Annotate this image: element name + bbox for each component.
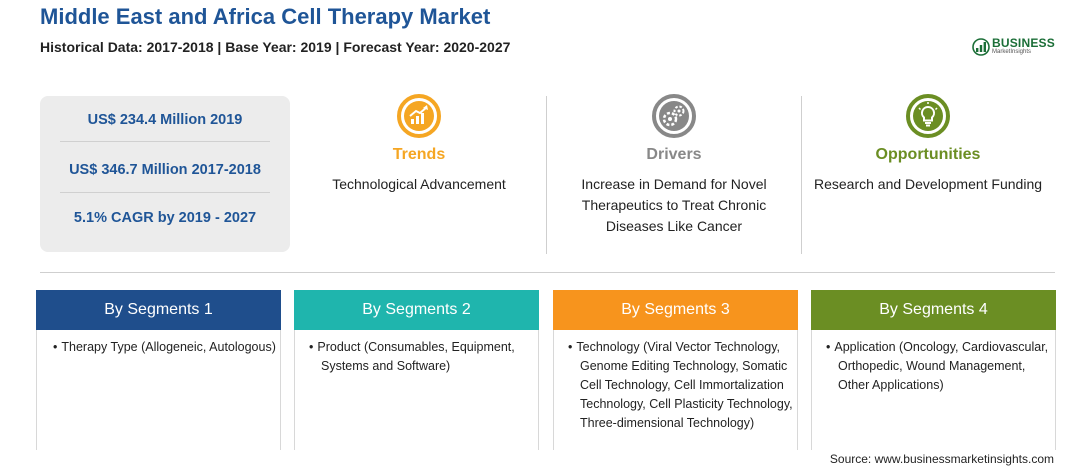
growth-chart-icon	[397, 94, 441, 138]
segment-4-line: Other Applications)	[838, 378, 944, 392]
trends-heading: Trends	[392, 146, 446, 163]
segment-3-line: Cell Technology, Cell Immortalization	[580, 378, 784, 392]
trends-block: Trends Technological Advancement	[294, 94, 544, 195]
drivers-desc-line: Therapeutics to Treat Chronic	[581, 197, 767, 213]
segment-2-line: Product (Consumables, Equipment,	[317, 340, 515, 354]
drivers-heading: Drivers	[646, 146, 702, 163]
drivers-desc-line: Diseases Like Cancer	[605, 218, 743, 234]
segment-2-body: •Product (Consumables, Equipment, System…	[294, 330, 539, 450]
section-divider	[40, 272, 1055, 273]
segment-card-1: By Segments 1 •Therapy Type (Allogeneic,…	[36, 290, 281, 450]
segment-card-2: By Segments 2 •Product (Consumables, Equ…	[294, 290, 539, 450]
opportunities-block: Opportunities Research and Development F…	[803, 94, 1053, 195]
market-value-historical: US$ 346.7 Million 2017-2018	[69, 162, 261, 178]
cagr-value: 5.1% CAGR by 2019 - 2027	[73, 210, 257, 226]
market-stats-panel: US$ 234.4 Million 2019 US$ 346.7 Million…	[40, 96, 290, 252]
segment-2-title: By Segments 2	[294, 290, 539, 330]
bullet-icon: •	[826, 340, 831, 354]
bullet-icon: •	[568, 340, 573, 354]
column-divider	[801, 96, 802, 254]
page-subtitle: Historical Data: 2017-2018 | Base Year: …	[40, 39, 511, 55]
bullet-icon: •	[309, 340, 314, 354]
market-value-2019: US$ 234.4 Million 2019	[87, 112, 243, 128]
opportunities-description: Research and Development Funding	[803, 174, 1053, 195]
page-title: Middle East and Africa Cell Therapy Mark…	[40, 4, 491, 29]
logo-name: BUSINESS	[992, 36, 1055, 50]
segment-3-body: •Technology (Viral Vector Technology, Ge…	[553, 330, 798, 450]
stat-divider	[60, 192, 270, 193]
drivers-description: Increase in Demand for Novel Therapeutic…	[549, 174, 799, 237]
logo-icon	[972, 38, 990, 56]
segment-3-title: By Segments 3	[553, 290, 798, 330]
drivers-desc-line: Increase in Demand for Novel	[581, 176, 767, 192]
segment-1-body: •Therapy Type (Allogeneic, Autologous)	[36, 330, 281, 450]
segment-3-line: Three-dimensional Technology)	[580, 416, 755, 430]
opportunities-desc-line: Research and Development Funding	[813, 176, 1043, 192]
drivers-block: Drivers Increase in Demand for Novel The…	[549, 94, 799, 237]
segment-4-line: Application (Oncology, Cardiovascular,	[834, 340, 1049, 354]
segment-4-line: Orthopedic, Wound Management,	[838, 359, 1026, 373]
logo-subtext: MarketInsights	[992, 49, 1032, 55]
segment-1-title: By Segments 1	[36, 290, 281, 330]
bullet-icon: •	[53, 340, 58, 354]
segment-card-3: By Segments 3 •Technology (Viral Vector …	[553, 290, 798, 450]
segment-3-line: Technology, Cell Plasticity Technology,	[580, 397, 793, 411]
stat-divider	[60, 141, 270, 142]
segment-3-line: Genome Editing Technology, Somatic	[580, 359, 788, 373]
segment-2-line: Systems and Software)	[321, 359, 451, 373]
column-divider	[546, 96, 547, 254]
gears-icon	[652, 94, 696, 138]
trends-desc-line: Technological Advancement	[332, 176, 506, 192]
segment-card-4: By Segments 4 •Application (Oncology, Ca…	[811, 290, 1056, 450]
segment-4-title: By Segments 4	[811, 290, 1056, 330]
source-credit: Source: www.businessmarketinsights.com	[829, 452, 1054, 466]
segment-1-line: Therapy Type (Allogeneic, Autologous)	[61, 340, 276, 354]
segment-4-body: •Application (Oncology, Cardiovascular, …	[811, 330, 1056, 450]
lightbulb-icon	[906, 94, 950, 138]
segment-3-line: Technology (Viral Vector Technology,	[576, 340, 780, 354]
opportunities-heading: Opportunities	[875, 146, 981, 163]
trends-description: Technological Advancement	[294, 174, 544, 195]
brand-logo: BUSINESS MarketInsights	[972, 36, 1062, 58]
